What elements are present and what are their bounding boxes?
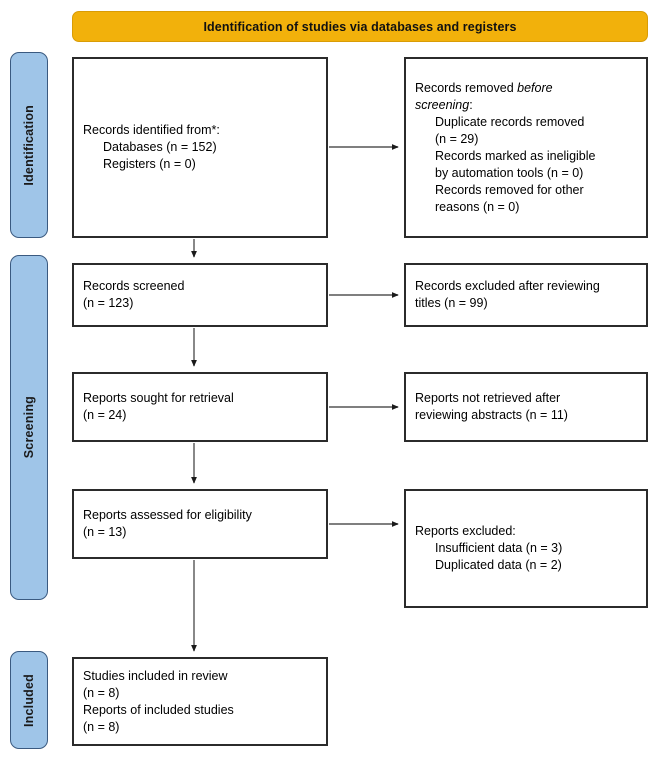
records-removed-line-2: screening: [415, 97, 637, 114]
box-reports-excluded: Reports excluded: Insufficient data (n =… [404, 489, 648, 608]
box-records-identified-text: Records identified from*: Databases (n =… [83, 122, 317, 173]
records-removed-duplicates: Duplicate records removed [435, 114, 585, 129]
reports-sought-label: Reports sought for retrieval [83, 391, 234, 405]
box-reports-not-retrieved-text: Reports not retrieved after reviewing ab… [415, 390, 637, 424]
box-reports-excluded-text: Reports excluded: Insufficient data (n =… [415, 523, 637, 574]
records-identified-registers: Registers (n = 0) [103, 157, 196, 171]
reports-excluded-insufficient: Insufficient data (n = 3) [435, 541, 563, 555]
box-reports-sought: Reports sought for retrieval (n = 24) [72, 372, 328, 442]
reports-included-n: (n = 8) [83, 719, 120, 734]
reports-not-retrieved-line-1: Reports not retrieved after [415, 391, 561, 405]
stage-bar-screening: Screening [10, 255, 48, 600]
box-records-excluded-titles: Records excluded after reviewing titles … [404, 263, 648, 327]
studies-included-n: (n = 8) [83, 685, 120, 700]
box-records-screened-text: Records screened (n = 123) [83, 278, 317, 312]
reports-assessed-label: Reports assessed for eligibility [83, 508, 252, 522]
records-excluded-titles-line-2: titles (n = 99) [415, 296, 488, 310]
reports-excluded-duplicated: Duplicated data (n = 2) [435, 558, 562, 572]
reports-included-label: Reports of included studies [83, 702, 234, 717]
records-removed-before-italic: before [517, 80, 553, 95]
records-removed-screening-italic: screening [415, 97, 470, 112]
records-removed-ineligible-1: Records marked as ineligible [435, 148, 596, 163]
reports-assessed-n: (n = 13) [83, 525, 127, 539]
records-screened-label: Records screened [83, 279, 185, 293]
records-removed-line-1a: Records removed [415, 80, 518, 95]
box-records-excluded-titles-text: Records excluded after reviewing titles … [415, 278, 637, 312]
stage-bar-included: Included [10, 651, 48, 749]
records-removed-colon: : [469, 97, 473, 112]
box-reports-assessed-text: Reports assessed for eligibility (n = 13… [83, 507, 317, 541]
studies-included-label: Studies included in review [83, 668, 228, 683]
box-reports-assessed: Reports assessed for eligibility (n = 13… [72, 489, 328, 559]
records-removed-other-2: reasons (n = 0) [435, 199, 520, 214]
box-records-identified: Records identified from*: Databases (n =… [72, 57, 328, 238]
stage-label-screening: Screening [22, 396, 36, 459]
reports-excluded-label: Reports excluded: [415, 524, 516, 538]
records-screened-n: (n = 123) [83, 296, 134, 310]
box-studies-included: Studies included in review (n = 8) Repor… [72, 657, 328, 746]
records-identified-line-1: Records identified from*: [83, 123, 220, 137]
records-removed-other-1: Records removed for other [435, 182, 584, 197]
reports-not-retrieved-line-2: reviewing abstracts (n = 11) [415, 408, 568, 422]
stage-label-identification: Identification [22, 104, 36, 186]
records-excluded-titles-line-1: Records excluded after reviewing [415, 279, 600, 293]
box-reports-sought-text: Reports sought for retrieval (n = 24) [83, 390, 317, 424]
records-removed-line-1: Records removed before [415, 80, 637, 97]
box-reports-not-retrieved: Reports not retrieved after reviewing ab… [404, 372, 648, 442]
box-studies-included-text: Studies included in review (n = 8) Repor… [83, 668, 317, 736]
box-records-screened: Records screened (n = 123) [72, 263, 328, 327]
stage-bar-identification: Identification [10, 52, 48, 238]
box-records-removed-text: Records removed before screening: Duplic… [415, 80, 637, 216]
box-records-removed: Records removed before screening: Duplic… [404, 57, 648, 238]
header-banner-title: Identification of studies via databases … [203, 19, 517, 34]
records-identified-databases: Databases (n = 152) [103, 140, 217, 154]
records-removed-duplicates-n: (n = 29) [435, 131, 479, 146]
reports-sought-n: (n = 24) [83, 408, 127, 422]
records-removed-ineligible-2: by automation tools (n = 0) [435, 165, 584, 180]
header-banner: Identification of studies via databases … [72, 11, 648, 42]
stage-label-included: Included [22, 673, 36, 727]
